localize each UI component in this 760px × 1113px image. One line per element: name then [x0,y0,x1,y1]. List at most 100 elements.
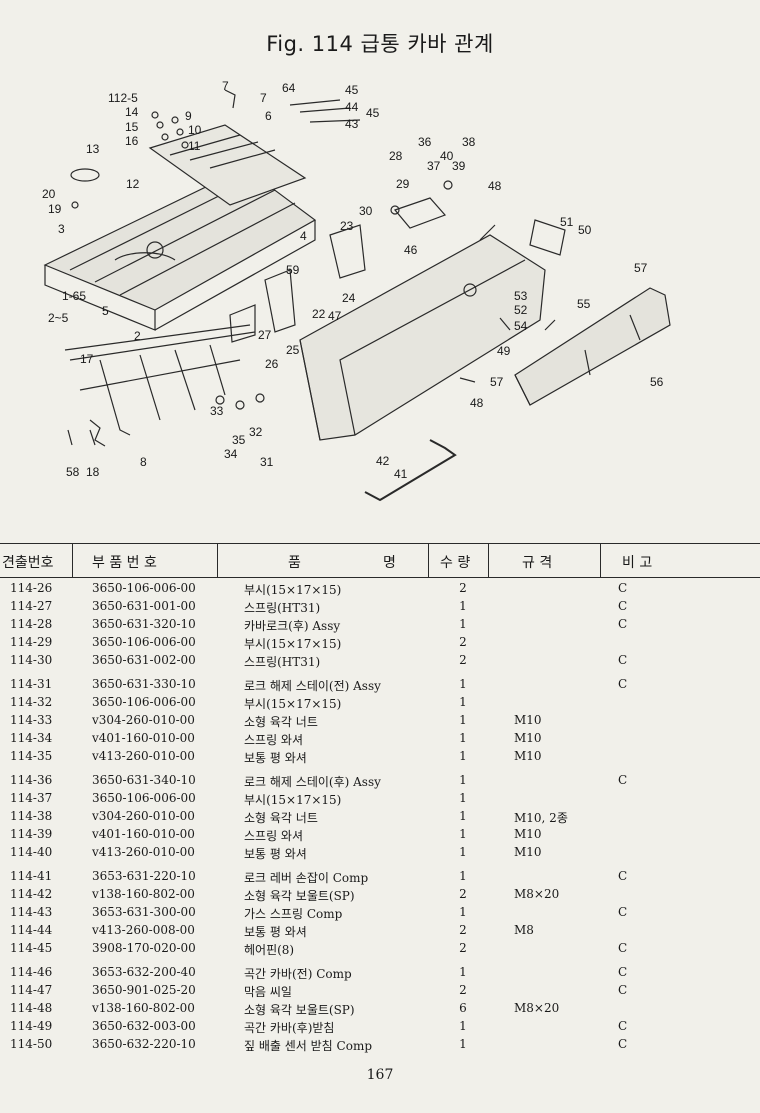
callout: 4 [300,229,307,243]
part-no-cell: v138-160-802-00 [92,887,195,901]
callout: 41 [394,467,408,481]
spec-cell: M8 [514,923,534,937]
callout: 32 [249,425,263,439]
callout: 6 [265,109,272,123]
exploded-parts-diagram: 112-5 14 15 16 13 20 19 3 1-65 2~5 2 5 7… [42,79,671,502]
callout: 7 [222,79,229,93]
note-cell: C [618,617,628,631]
spec-cell: M10 [514,713,542,727]
header-part-no: 부 품 번 호 [92,555,157,571]
note-cell: C [618,599,628,613]
note-cell: C [618,1037,628,1051]
qty-cell: 1 [459,905,467,919]
note-cell: C [618,677,628,691]
ref-cell: 114-32 [10,695,53,709]
callout: 23 [340,219,354,233]
name-cell: 헤어핀(8) [244,943,295,957]
callout: 49 [497,344,511,358]
callout: 17 [80,352,94,366]
part-no-cell: v413-260-010-00 [92,749,195,763]
note-cell: C [618,869,628,883]
callout: 50 [578,223,592,237]
spec-cell: M10 [514,749,542,763]
ref-cell: 114-46 [10,965,53,979]
name-cell: 짚 배출 센서 받침 Comp [244,1039,373,1053]
ref-cell: 114-50 [10,1037,53,1051]
name-cell: 보통 평 와셔 [244,751,307,765]
name-cell: 스프링(HT31) [244,655,321,669]
note-cell: C [618,581,628,595]
callout: 64 [282,81,296,95]
callout: 2 [134,329,141,343]
ref-cell: 114-39 [10,827,53,841]
qty-cell: 2 [459,923,467,937]
ref-cell: 114-41 [10,869,53,883]
callout: 44 [345,100,359,114]
page-number: 167 [366,1067,394,1083]
callout: 57 [490,375,504,389]
callout: 112-5 [108,91,138,105]
callout: 37 [427,159,441,173]
callout: 3 [58,222,65,236]
callout: 22 [312,307,326,321]
note-cell: C [618,941,628,955]
qty-cell: 1 [459,749,467,763]
callout: 36 [418,135,432,149]
callout: 47 [328,309,342,323]
qty-cell: 2 [459,635,467,649]
name-cell: 로크 레버 손잡이 Comp [244,871,369,885]
spec-cell: M10, 2종 [514,811,568,825]
part-no-cell: 3650-631-002-00 [92,653,196,667]
callout: 34 [224,447,238,461]
callout: 1-65 [62,289,86,303]
ref-cell: 114-43 [10,905,53,919]
spec-cell: M10 [514,827,542,841]
name-cell: 보통 평 와셔 [244,847,307,861]
name-cell: 스프링 와셔 [244,829,304,843]
callout: 57 [634,261,648,275]
qty-cell: 2 [459,941,467,955]
header-name-right: 명 [383,555,396,571]
ref-cell: 114-36 [10,773,53,787]
callout: 42 [376,454,390,468]
ref-cell: 114-31 [10,677,53,691]
callout: 16 [125,134,139,148]
column-divider [72,544,73,577]
qty-cell: 1 [459,677,467,691]
part-no-cell: 3650-632-003-00 [92,1019,196,1033]
callout: 25 [286,343,300,357]
ref-cell: 114-44 [10,923,53,937]
qty-cell: 1 [459,827,467,841]
qty-cell: 2 [459,983,467,997]
part-no-cell: v413-260-010-00 [92,845,195,859]
callout: 9 [185,109,192,123]
callout: 18 [86,465,100,479]
callout: 29 [396,177,410,191]
callout: 52 [514,303,528,317]
column-divider [488,544,489,577]
ref-cell: 114-26 [10,581,53,595]
callout: 48 [488,179,502,193]
note-cell: C [618,905,628,919]
column-divider [600,544,601,577]
name-cell: 로크 해제 스테이(후) Assy [244,775,381,789]
part-no-cell: 3650-106-006-00 [92,581,196,595]
name-cell: 소형 육각 너트 [244,811,318,825]
spec-cell: M8×20 [514,1001,560,1015]
callout: 46 [404,243,418,257]
ref-cell: 114-45 [10,941,53,955]
ref-cell: 114-42 [10,887,53,901]
callout: 7 [260,91,267,105]
note-cell: C [618,773,628,787]
callout: 20 [42,187,56,201]
